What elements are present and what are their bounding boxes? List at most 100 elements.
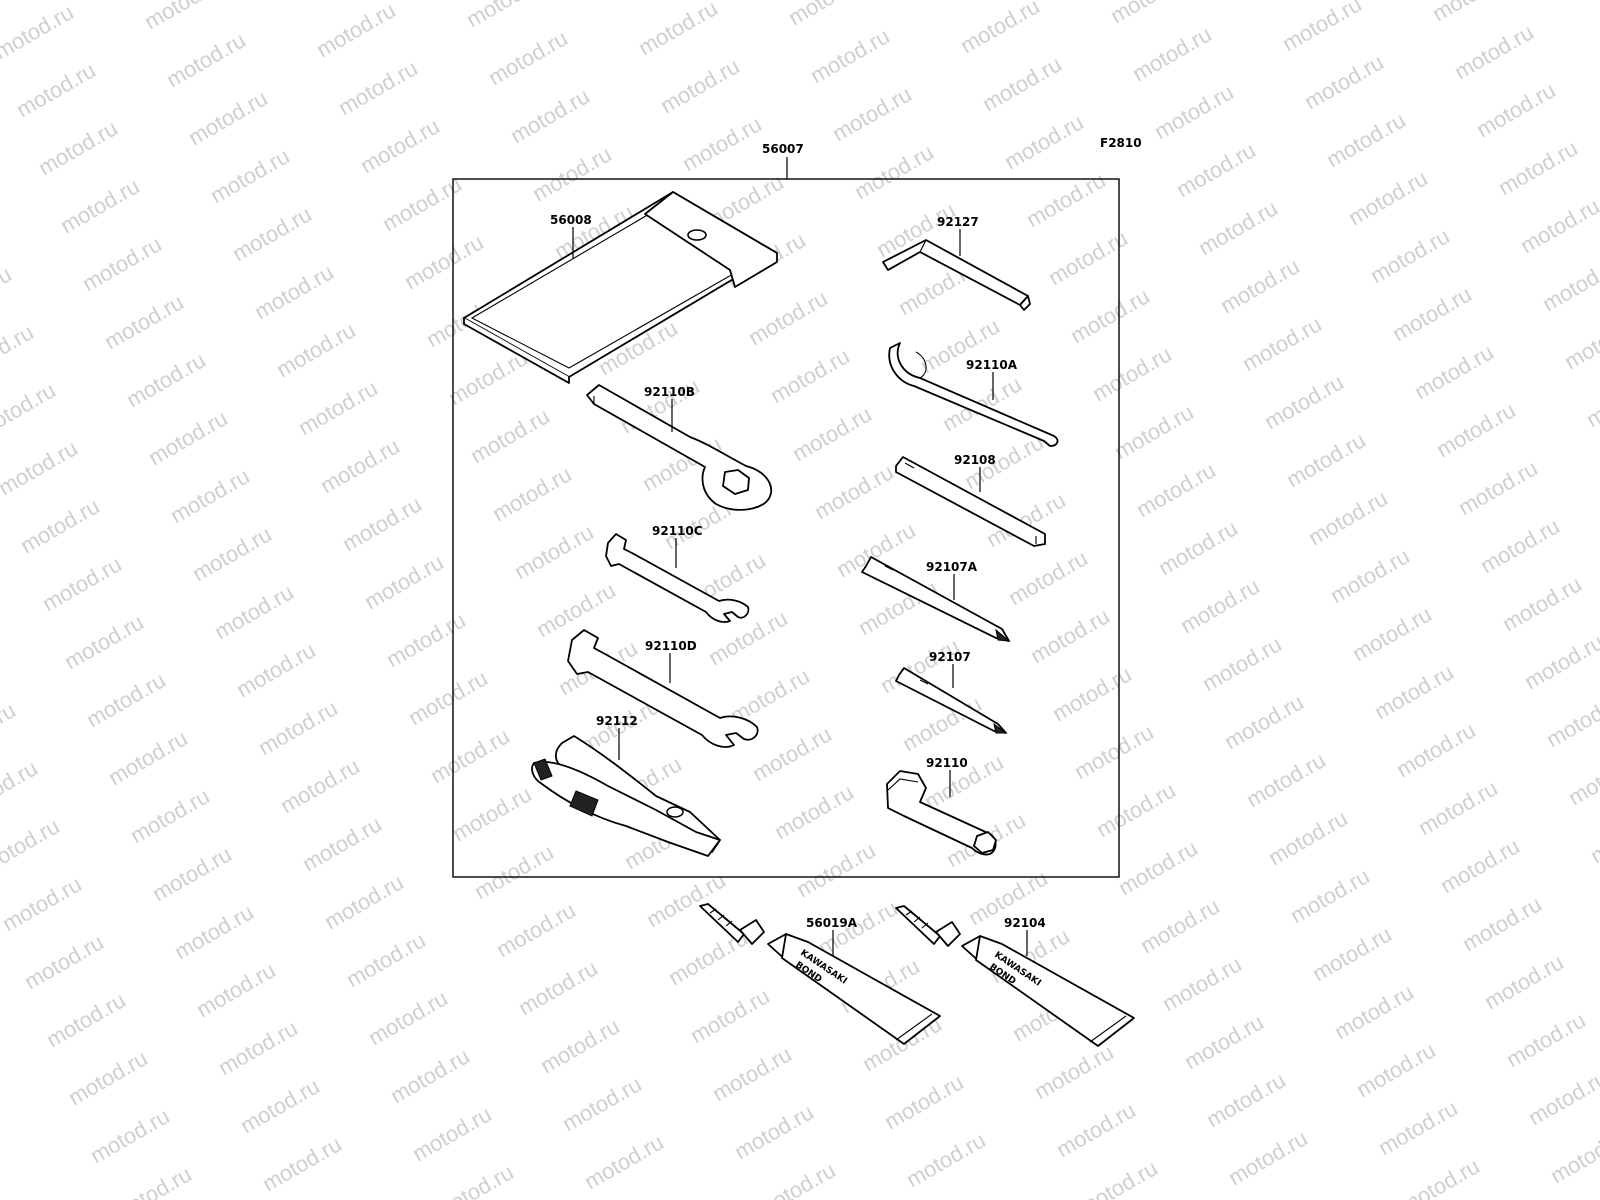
watermark-text: motod.ru: [1454, 455, 1542, 520]
watermark-text: motod.ru: [770, 779, 858, 844]
watermark-text: motod.ru: [1074, 1155, 1162, 1200]
watermark-text: motod.ru: [1238, 311, 1326, 376]
part-92112[interactable]: 92112: [531, 714, 721, 857]
open-end-wrench-large-icon: [567, 629, 759, 748]
watermark-text: motod.ru: [1026, 603, 1114, 668]
part-label-56007[interactable]: 56007: [762, 142, 804, 156]
part-label-92107A[interactable]: 92107A: [926, 560, 978, 574]
watermark-text: motod.ru: [1524, 1065, 1600, 1130]
watermark-text: motod.ru: [510, 519, 598, 584]
part-92110A[interactable]: 92110A: [888, 342, 1059, 447]
watermark-text: motod.ru: [1216, 253, 1304, 318]
part-label-92110C[interactable]: 92110C: [652, 524, 703, 538]
part-label-92110A[interactable]: 92110A: [966, 358, 1018, 372]
watermark-text: motod.ru: [0, 813, 64, 878]
watermark-text: motod.ru: [1432, 397, 1520, 462]
watermark-text: motod.ru: [0, 319, 38, 384]
watermark-text: motod.ru: [338, 491, 426, 556]
watermark-text: motod.ru: [1344, 165, 1432, 230]
watermark-text: motod.ru: [1330, 979, 1418, 1044]
watermark-text: motod.ru: [850, 139, 938, 204]
watermark-text: motod.ru: [126, 783, 214, 848]
watermark-text: motod.ru: [1264, 805, 1352, 870]
watermark-text: motod.ru: [42, 987, 130, 1052]
watermark-text: motod.ru: [708, 1041, 796, 1106]
watermark-text: motod.ru: [514, 955, 602, 1020]
watermark-text: motod.ru: [956, 0, 1044, 58]
watermark-text: motod.ru: [56, 173, 144, 238]
part-92127[interactable]: 92127: [882, 215, 1031, 311]
watermark-text: motod.ru: [1374, 1095, 1462, 1160]
part-92108[interactable]: 92108: [895, 453, 1046, 547]
flat-spanner-icon: [895, 456, 1046, 547]
watermark-text: motod.ru: [400, 229, 488, 294]
watermark-text: motod.ru: [122, 347, 210, 412]
part-label-56008[interactable]: 56008: [550, 213, 592, 227]
part-56008[interactable]: 56008: [463, 191, 778, 384]
watermark-text: motod.ru: [1450, 19, 1538, 84]
watermark-text: motod.ru: [1300, 49, 1388, 114]
watermark-text: motod.ru: [1106, 0, 1194, 28]
watermark-text: motod.ru: [748, 721, 836, 786]
diagram-code: F2810: [1100, 136, 1142, 150]
watermark-text: motod.ru: [1286, 863, 1374, 928]
watermark-text: motod.ru: [1520, 629, 1600, 694]
part-92110[interactable]: 92110: [886, 756, 997, 856]
watermark-text: motod.ru: [254, 695, 342, 760]
part-label-92104[interactable]: 92104: [1004, 916, 1046, 930]
watermark-text: motod.ru: [334, 55, 422, 120]
watermark-text: motod.ru: [902, 1127, 990, 1192]
watermark-text: motod.ru: [1414, 775, 1502, 840]
part-label-92110D[interactable]: 92110D: [645, 639, 697, 653]
watermark-text: motod.ru: [236, 1073, 324, 1138]
part-label-92112[interactable]: 92112: [596, 714, 638, 728]
part-label-92110B[interactable]: 92110B: [644, 385, 695, 399]
part-92104[interactable]: KAWASAKI BOND 92104: [895, 905, 1135, 1047]
watermark-text: motod.ru: [1388, 281, 1476, 346]
watermark-text: motod.ru: [148, 841, 236, 906]
watermark-text: motod.ru: [430, 1159, 518, 1200]
part-label-92127[interactable]: 92127: [937, 215, 979, 229]
watermark-text: motod.ru: [752, 1157, 840, 1200]
tool-kit-group[interactable]: 56007: [452, 142, 1120, 878]
watermark-text: motod.ru: [12, 57, 100, 122]
watermark-text: motod.ru: [1458, 891, 1546, 956]
watermark-text: motod.ru: [448, 781, 536, 846]
watermark-text: motod.ru: [1436, 833, 1524, 898]
watermark-text: motod.ru: [1498, 571, 1586, 636]
hex-key-icon: [882, 239, 1031, 311]
watermark-text: motod.ru: [408, 1101, 496, 1166]
hook-spanner-icon: [888, 342, 1059, 447]
watermark-text: motod.ru: [1370, 659, 1458, 724]
watermark-text: motod.ru: [86, 1103, 174, 1168]
watermark-text: motod.ru: [532, 577, 620, 642]
watermark-text: motod.ru: [20, 929, 108, 994]
part-label-56019A[interactable]: 56019A: [806, 916, 858, 930]
watermark-text: motod.ru: [1586, 803, 1600, 868]
part-92110B[interactable]: 92110B: [586, 384, 772, 511]
part-92107A[interactable]: 92107A: [861, 556, 1011, 642]
watermark-text: motod.ru: [1542, 687, 1600, 752]
watermark-text: motod.ru: [744, 285, 832, 350]
part-92107[interactable]: 92107: [895, 650, 1008, 734]
watermark-text: motod.ru: [1546, 1123, 1600, 1188]
part-56019A[interactable]: KAWASAKI BOND 56019A: [699, 903, 941, 1045]
watermark-text: motod.ru: [1480, 949, 1568, 1014]
watermark-text: motod.ru: [1352, 1037, 1440, 1102]
part-label-92108[interactable]: 92108: [954, 453, 996, 467]
watermark-text: motod.ru: [1560, 309, 1600, 374]
part-label-92107[interactable]: 92107: [929, 650, 971, 664]
watermark-text: motod.ru: [1150, 79, 1238, 144]
watermark-text: motod.ru: [1066, 283, 1154, 348]
watermark-text: motod.ru: [1158, 951, 1246, 1016]
watermark-text: motod.ru: [78, 231, 166, 296]
screwdriver-bit-short-icon: [895, 667, 1008, 734]
part-92110D[interactable]: 92110D: [567, 629, 759, 748]
pliers-icon: [531, 735, 721, 857]
watermark-text: motod.ru: [16, 493, 104, 558]
watermark-text: motod.ru: [880, 1069, 968, 1134]
watermark-text: motod.ru: [1502, 1007, 1590, 1072]
watermark-text: motod.ru: [488, 461, 576, 526]
part-92110C[interactable]: 92110C: [605, 524, 750, 623]
part-label-92110[interactable]: 92110: [926, 756, 968, 770]
